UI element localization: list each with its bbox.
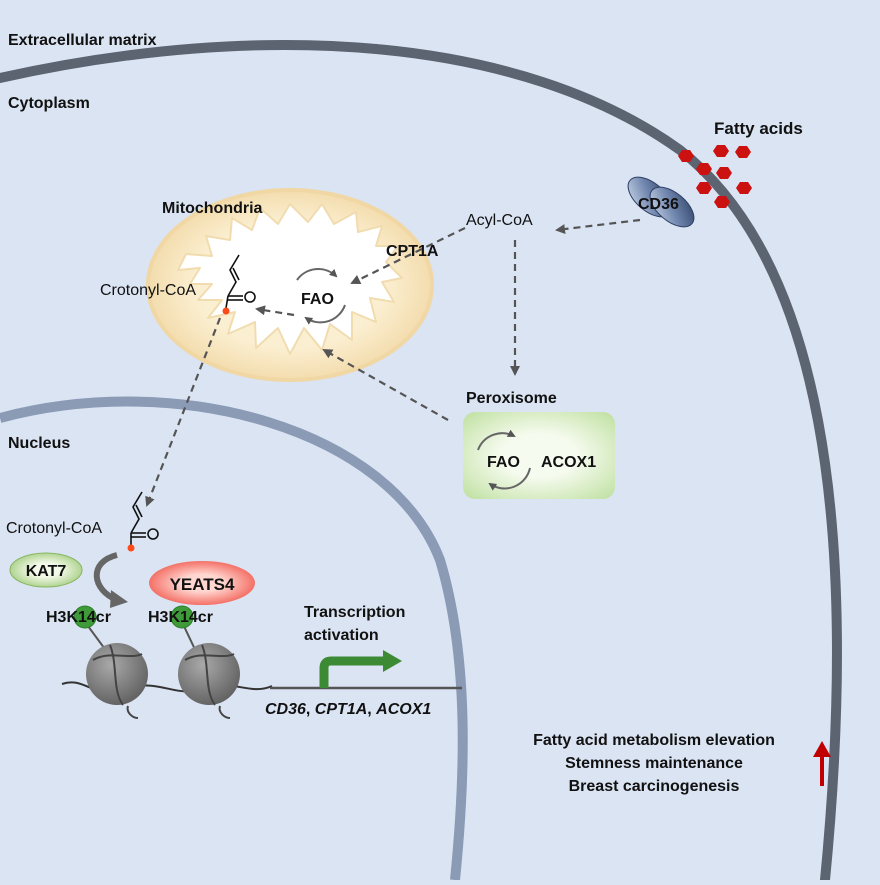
outcome-2: Stemness maintenance	[565, 755, 743, 772]
coa-dot-nuc	[127, 544, 135, 552]
crotonyl-structure-nuc	[130, 491, 159, 545]
cell-membrane	[0, 39, 842, 885]
fatty-acid-dot	[713, 145, 729, 157]
gene-sep-1: ,	[306, 701, 315, 718]
arrow-peroxisome-to-mito	[322, 349, 449, 421]
fatty-acid-dot	[696, 182, 712, 194]
nucleosome-2	[170, 605, 240, 719]
mitochondria	[146, 188, 434, 382]
kat7-arrow-head	[110, 590, 128, 608]
extracellular-label: Extracellular matrix	[8, 32, 157, 49]
mitochondria-label: Mitochondria	[162, 200, 263, 217]
crotonyl-structure-mito	[225, 254, 256, 309]
outcome-1: Fatty acid metabolism elevation	[533, 732, 775, 749]
nucleosome-1	[73, 605, 148, 719]
fao-cycle-perox	[477, 429, 531, 491]
fatty-acid-dot	[735, 146, 751, 158]
fatty-acid-dot	[678, 150, 694, 162]
acyl-coa-label: Acyl-CoA	[466, 212, 533, 229]
fao-mito-label: FAO	[301, 291, 334, 308]
cd36-transporter	[627, 176, 695, 228]
transcription-line1: Transcription	[304, 604, 405, 621]
fatty-acids-label: Fatty acids	[714, 119, 803, 138]
pathway-arrows	[145, 218, 641, 507]
cpt1a-label: CPT1A	[386, 243, 439, 260]
transcription-arrow-head	[383, 650, 402, 672]
gene-cd36: CD36	[265, 701, 306, 718]
fao-perox-label: FAO	[487, 454, 520, 471]
yeats4-reader	[149, 561, 255, 605]
fatty-acid-dot	[696, 163, 712, 175]
coa-dot-mito	[222, 307, 230, 315]
target-genes: CD36, CPT1A, ACOX1	[265, 701, 431, 718]
nucleus-envelope	[0, 396, 468, 881]
gene-sep-2: ,	[367, 701, 376, 718]
cd36-label: CD36	[638, 196, 679, 213]
kat7-enzyme	[9, 552, 83, 588]
transcription-line2: activation	[304, 627, 379, 644]
crotonyl-coa-mito-label: Crotonyl-CoA	[100, 282, 196, 299]
fatty-acid-dot	[716, 167, 732, 179]
crotonyl-coa-nuc-label: Crotonyl-CoA	[6, 520, 102, 537]
transcription-start-arrow	[319, 656, 384, 688]
kat7-transfer-arrow	[93, 552, 119, 603]
arrow-cd36-to-acylcoa	[555, 218, 641, 235]
yeats4-label: YEATS4	[170, 575, 235, 594]
fatty-acid-dots	[678, 145, 752, 208]
fatty-acid-dot	[714, 196, 730, 208]
histone-mark-1: H3K14cr	[46, 609, 111, 626]
acox1-label: ACOX1	[541, 454, 596, 471]
cytoplasm-label: Cytoplasm	[8, 95, 90, 112]
peroxisome-label: Peroxisome	[466, 390, 557, 407]
arrow-fao-to-crotonyl	[255, 305, 295, 317]
arrow-crotonyl-to-nucleus	[145, 317, 222, 507]
outcome-3: Breast carcinogenesis	[569, 778, 740, 795]
nucleus-label: Nucleus	[8, 435, 70, 452]
fao-cycle-mito	[296, 268, 346, 325]
up-arrow-icon	[813, 741, 831, 786]
histone-mark-2: H3K14cr	[148, 609, 213, 626]
gene-cpt1a: CPT1A	[315, 701, 367, 718]
arrow-acylcoa-to-fao	[350, 227, 466, 284]
gene-acox1: ACOX1	[375, 701, 431, 718]
fatty-acid-dot	[736, 182, 752, 194]
kat7-label: KAT7	[26, 563, 67, 580]
